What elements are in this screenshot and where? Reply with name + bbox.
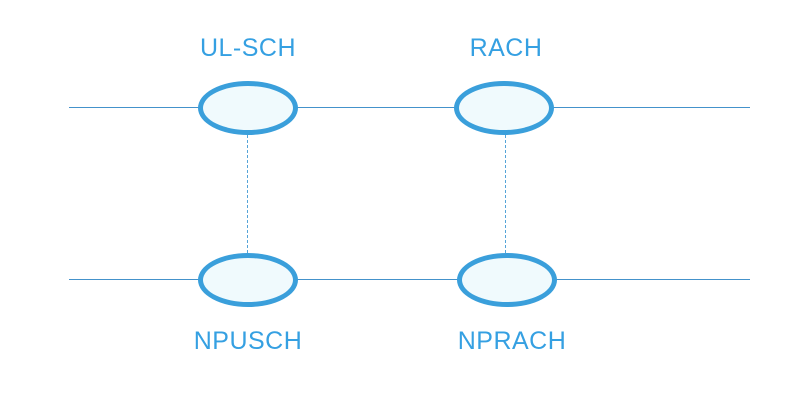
bottom-channel-line (69, 279, 750, 280)
node-ellipse-npusch (198, 253, 298, 307)
label-rach: RACH (469, 34, 543, 62)
top-channel-line (69, 107, 750, 108)
node-ellipse-nprach (457, 253, 557, 307)
connector-rach-nprach (505, 135, 506, 253)
node-ellipse-rach (454, 81, 554, 135)
label-nprach: NPRACH (457, 327, 567, 355)
node-ellipse-ul-sch (198, 81, 298, 135)
label-npusch: NPUSCH (193, 327, 303, 355)
label-ul-sch: UL-SCH (199, 34, 297, 62)
connector-ulsch-npusch (247, 135, 248, 253)
